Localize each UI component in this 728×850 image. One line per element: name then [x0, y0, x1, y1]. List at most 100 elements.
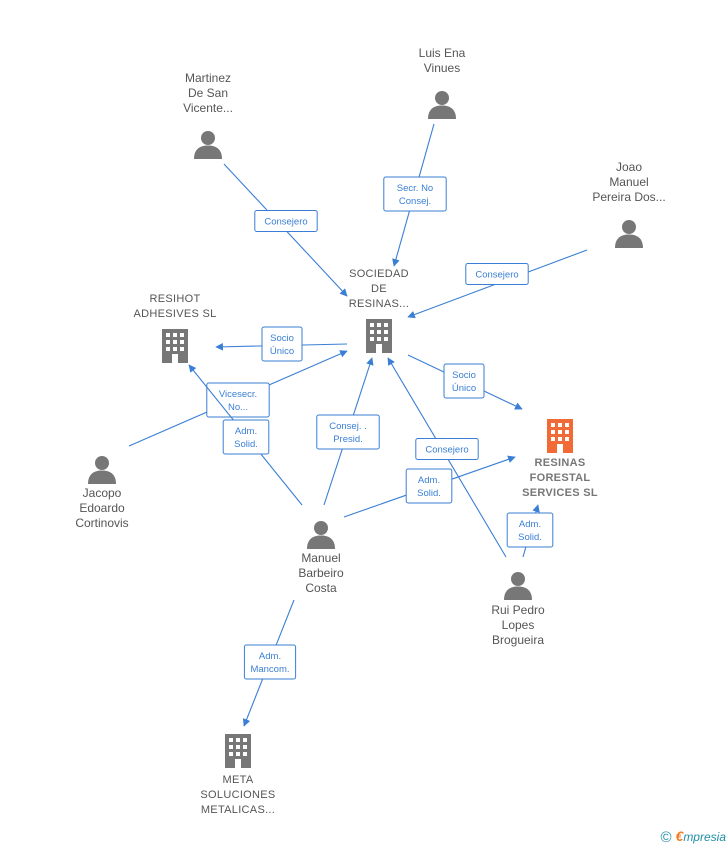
node-label-line: Martinez: [185, 71, 231, 85]
edge-label-text: Mancom.: [250, 664, 289, 675]
node-label-line: FORESTAL: [530, 472, 591, 484]
node-label-line: Manuel: [609, 175, 648, 189]
node-label-line: SOCIEDAD: [349, 268, 409, 280]
edge-label-text: Único: [452, 383, 476, 394]
node-label-line: SERVICES SL: [522, 487, 598, 499]
node-label-line: Barbeiro: [298, 566, 344, 580]
edge-label-box: [222, 419, 270, 455]
edge-label-box: [506, 512, 554, 548]
node-label-line: SOLUCIONES: [200, 789, 275, 801]
building-icon: [225, 734, 251, 768]
person-icon: [194, 131, 222, 159]
node-label-line: Pereira Dos...: [592, 190, 665, 204]
node-label-line: DE: [371, 283, 387, 295]
person-icon: [88, 456, 116, 484]
edge-label-box: [415, 438, 479, 460]
edge-label-text: Solid.: [518, 532, 542, 543]
node-resinas[interactable]: RESINAS FORESTAL SERVICES SL: [522, 419, 598, 499]
node-label-line: Rui Pedro: [491, 603, 545, 617]
node-label-line: META: [223, 774, 254, 786]
edge-manuel-sociedad[interactable]: Consej. . Presid.: [316, 357, 380, 506]
node-label-line: Cortinovis: [75, 516, 128, 530]
node-label-line: RESIHOT: [150, 293, 201, 305]
brand-initial: €: [675, 828, 684, 844]
node-meta[interactable]: META SOLUCIONES METALICAS...: [200, 734, 275, 816]
node-label-line: Joao: [616, 160, 642, 174]
building-icon: [366, 319, 392, 353]
edge-jacopo-sociedad[interactable]: Vicesecr. No...: [128, 350, 348, 447]
edge-manuel-resinas[interactable]: Adm. Solid.: [343, 455, 516, 518]
edge-label-text: Consejero: [475, 270, 518, 281]
person-icon: [504, 572, 532, 600]
edge-label-text: Presid.: [333, 434, 363, 445]
edge-label-text: Adm.: [259, 651, 281, 662]
node-label-line: Luis Ena: [419, 46, 466, 60]
node-label-line: Lopes: [502, 618, 535, 632]
person-icon: [615, 220, 643, 248]
edge-martinez-sociedad[interactable]: Consejero: [223, 163, 348, 297]
node-label-line: Vicente...: [183, 101, 233, 115]
node-label-line: Brogueira: [492, 633, 544, 647]
edge-label-text: Único: [270, 346, 294, 357]
edge-label-box: [254, 210, 318, 232]
edge-label-box: [206, 382, 270, 418]
node-label-line: Edoardo: [79, 501, 125, 515]
edge-rui-resinas[interactable]: Adm. Solid.: [506, 504, 554, 558]
person-icon: [428, 91, 456, 119]
person-icon: [307, 521, 335, 549]
edge-label-box: [405, 468, 453, 504]
node-label-line: Vinues: [424, 61, 460, 75]
building-icon: [162, 329, 188, 363]
edge-label-box: [465, 263, 529, 285]
node-label-line: RESINAS: [535, 457, 586, 469]
edge-label-text: Solid.: [417, 488, 441, 499]
brand-name: mpresia: [683, 830, 726, 844]
empresia-watermark: ©€mpresia: [660, 828, 726, 846]
edge-label-text: Consej.: [399, 196, 431, 207]
edge-label-text: Solid.: [234, 439, 258, 450]
node-resihot[interactable]: RESIHOT ADHESIVES SL: [133, 293, 216, 363]
edge-label-text: Consejero: [425, 445, 468, 456]
edge-manuel-meta[interactable]: Adm. Mancom.: [242, 599, 297, 727]
edge-manuel-resihot[interactable]: Adm. Solid.: [188, 364, 303, 506]
node-label-line: RESINAS...: [349, 298, 409, 310]
node-label-line: Jacopo: [83, 486, 122, 500]
edge-label-text: Secr. No: [397, 183, 433, 194]
node-label-line: ADHESIVES SL: [133, 308, 216, 320]
node-label-line: METALICAS...: [201, 804, 275, 816]
edge-label-text: Socio: [270, 333, 294, 344]
node-sociedad[interactable]: SOCIEDAD DE RESINAS...: [349, 268, 409, 353]
edge-label-text: Vicesecr.: [219, 389, 257, 400]
edge-label-text: Consej. .: [329, 421, 367, 432]
edge-label-box: [261, 326, 303, 362]
building-icon: [547, 419, 573, 453]
node-label-line: Costa: [305, 581, 337, 595]
edge-label-text: Socio: [452, 370, 476, 381]
node-label-line: Manuel: [301, 551, 340, 565]
edge-rui-sociedad[interactable]: Consejero: [387, 357, 507, 558]
edge-label-text: Consejero: [264, 217, 307, 228]
edge-joao-sociedad[interactable]: Consejero: [407, 249, 588, 319]
edge-label-box: [383, 176, 447, 212]
edge-label-text: Adm.: [519, 519, 541, 530]
edge-label-box: [316, 414, 380, 450]
edge-label-text: No...: [228, 402, 248, 413]
edge-label-text: Adm.: [235, 426, 257, 437]
edge-label-box: [243, 644, 297, 680]
edge-label-box: [443, 363, 485, 399]
copyright-icon: ©: [660, 829, 672, 846]
node-label-line: De San: [188, 86, 228, 100]
edge-label-text: Adm.: [418, 475, 440, 486]
edge-luis-sociedad[interactable]: Secr. No Consej.: [383, 123, 447, 267]
